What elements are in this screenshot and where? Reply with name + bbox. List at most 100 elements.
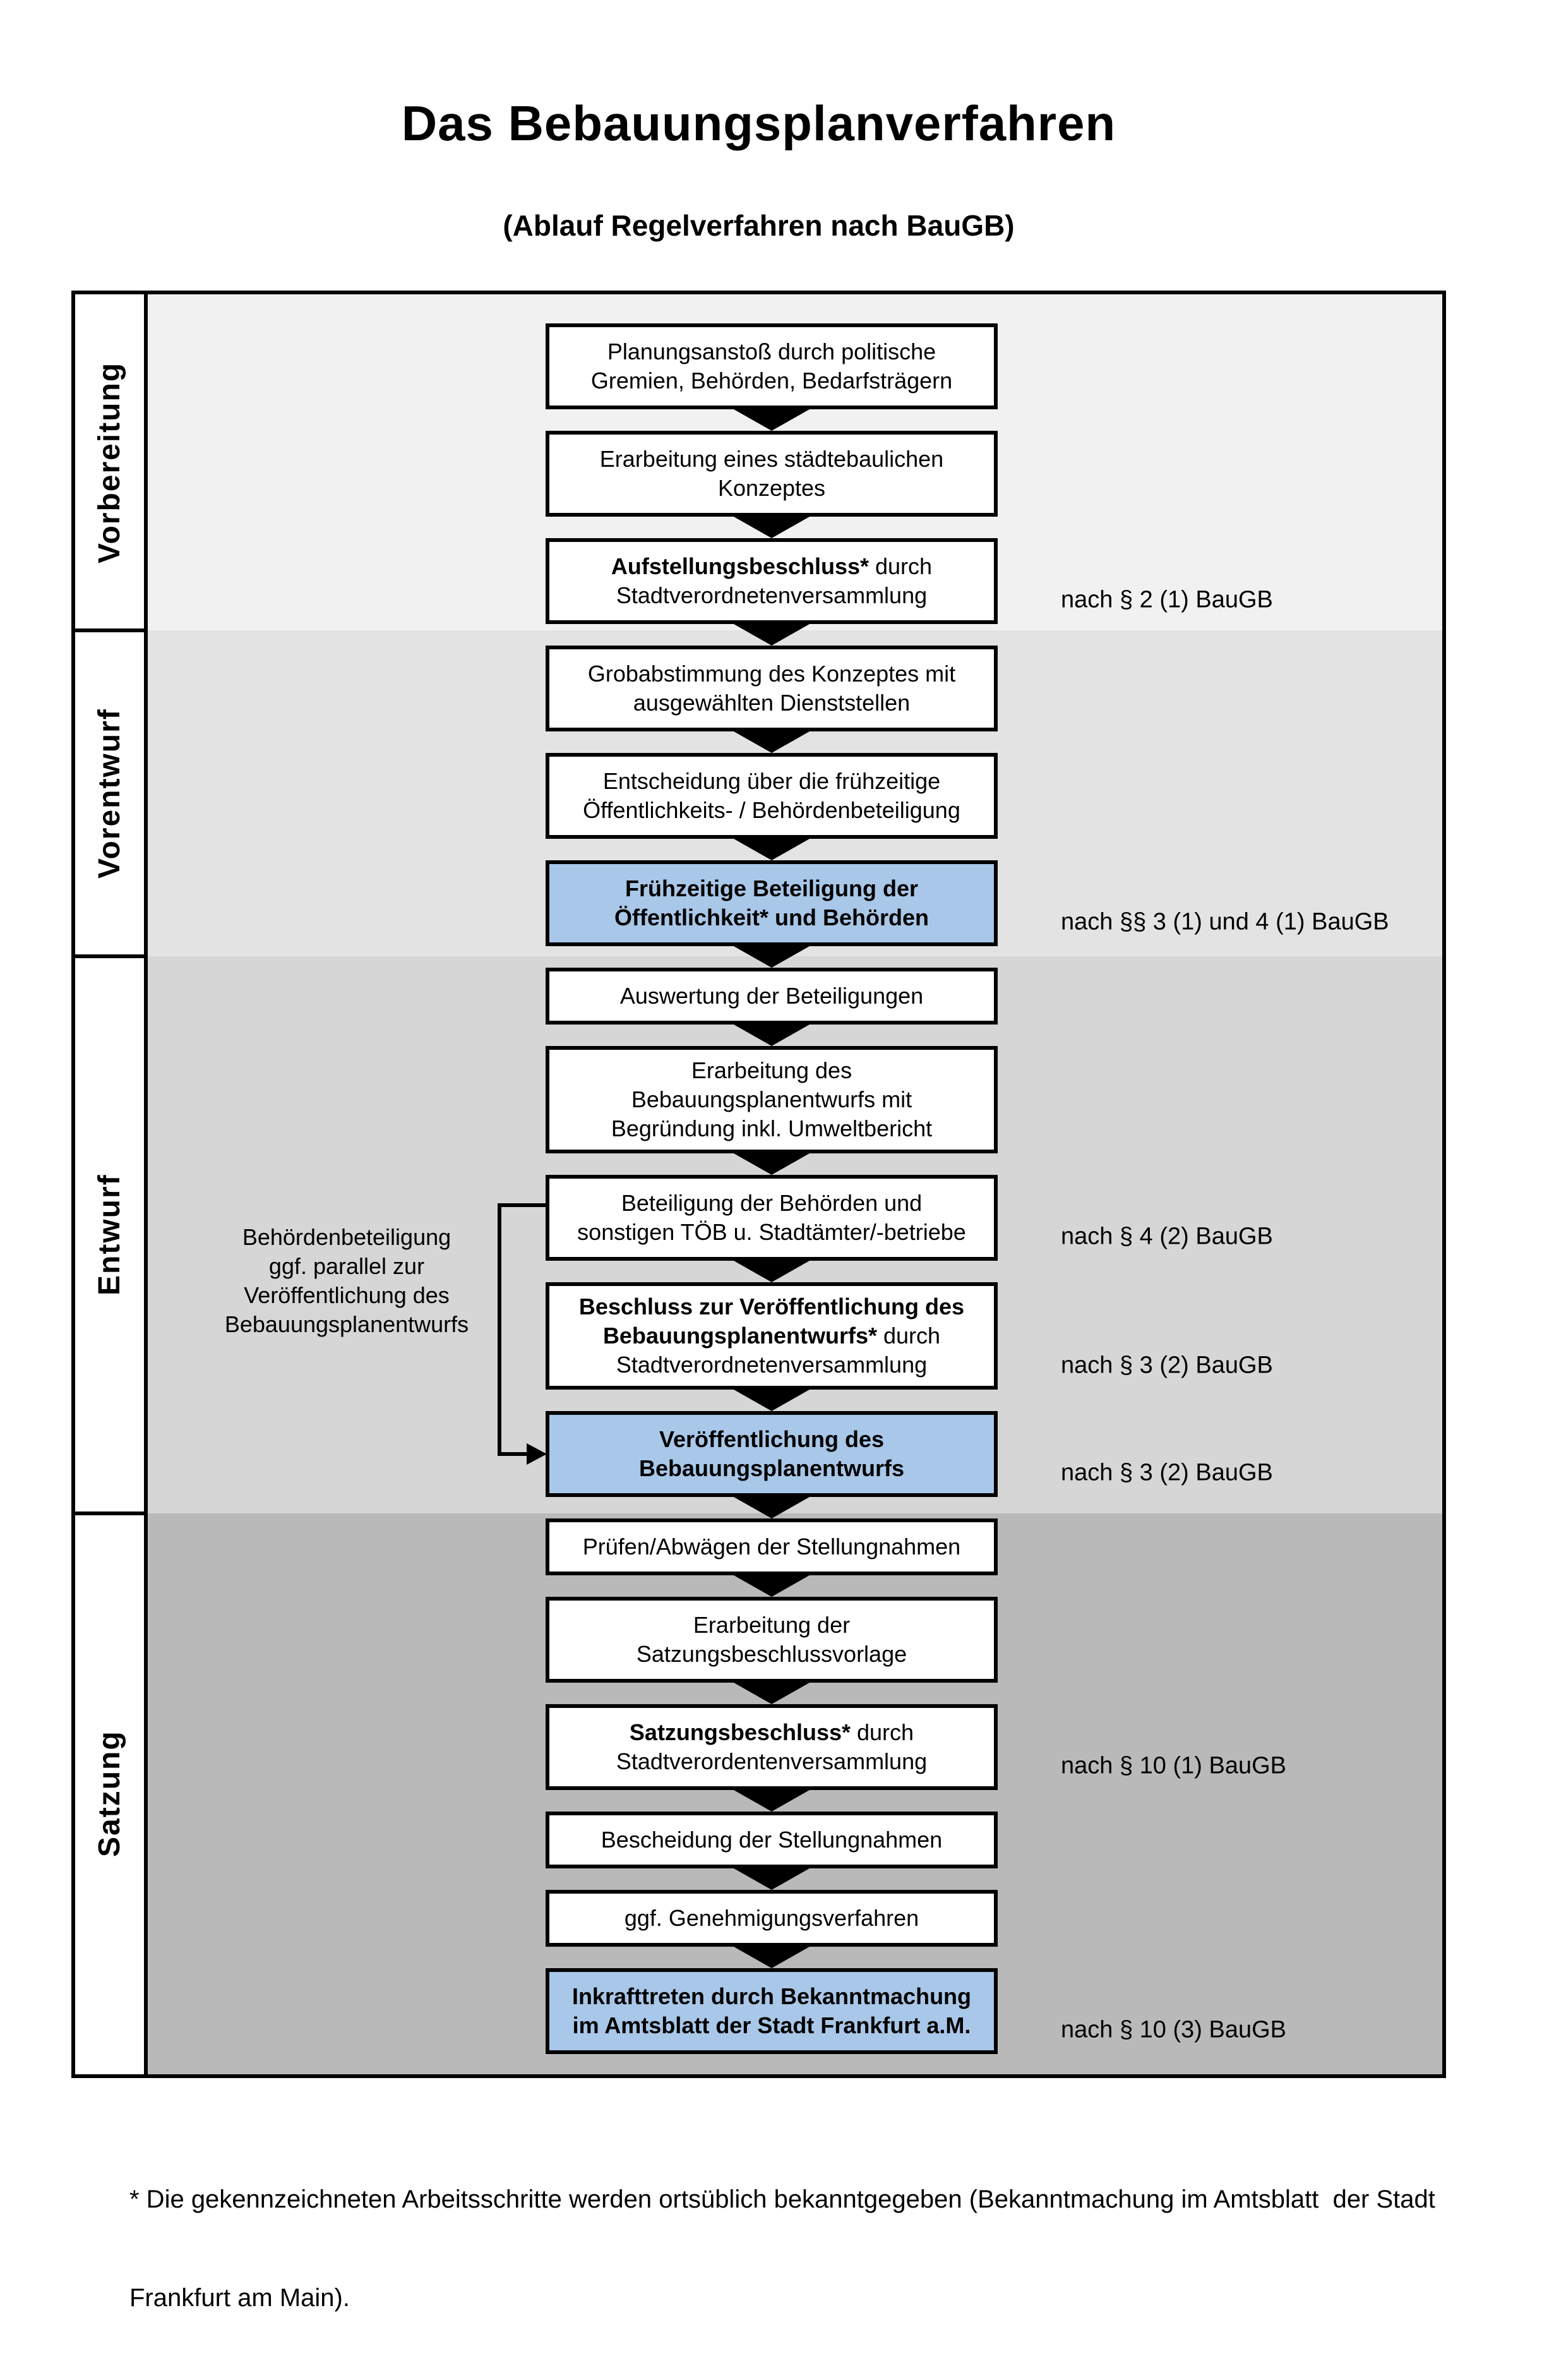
flow-box-text-line: Auswertung der Beteiligungen (549, 982, 994, 1011)
flowchart-frame: Behördenbeteiligung ggf. parallel zur Ve… (71, 291, 1446, 2078)
flow-box-text-segment: Öffentlichkeit* und Behörden (614, 905, 929, 930)
flow-box-text-segment: Gremien, Behörden, Bedarfsträgern (590, 368, 953, 394)
down-arrow-icon (734, 839, 810, 860)
flow-box-text-segment: Erarbeitung des (691, 1057, 852, 1083)
flow-box-text-segment: Bebauungsplanentwurfs (638, 1455, 905, 1481)
flow-box-text-line: Beschluss zur Veröffentlichung des (549, 1292, 994, 1321)
flow-box-text-line: ausgewählten Dienststellen (549, 688, 994, 718)
flow-box-text-line: Stadtverordentenversammlung (549, 1747, 994, 1776)
flow-box-text-line: Bescheidung der Stellungnahmen (549, 1825, 994, 1854)
down-arrow-icon (734, 1868, 810, 1890)
flow-box-text-line: Erarbeitung der (549, 1611, 994, 1640)
phase-label-satzung: Satzung (93, 1730, 126, 1858)
flow-box-text-segment: ausgewählten Dienststellen (633, 690, 911, 716)
down-arrow-icon (734, 1947, 810, 1968)
flow-box-text-segment: durch (869, 553, 933, 579)
flow-box-text-segment: Beschluss zur Veröffentlichung des (578, 1294, 965, 1319)
page-title: Das Bebauungsplanverfahren (401, 95, 1116, 151)
flow-box-text-segment: Inkrafttreten (571, 1983, 705, 2009)
legal-reference: nach § 4 (2) BauGB (1061, 1223, 1273, 1250)
footnote-line: * Die gekennzeichneten Arbeitsschritte w… (129, 2185, 1435, 2213)
flow-box-text-line: Grobabstimmung des Konzeptes mit (549, 659, 994, 688)
flow-box-text-segment: Bebauungsplanentwurfs* (602, 1323, 877, 1349)
parallel-connector-top-line (498, 1203, 546, 1207)
flow-box-text-line: ggf. Genehmigungsverfahren (549, 1904, 994, 1933)
down-arrow-icon (734, 1153, 810, 1175)
down-arrow-icon (734, 624, 810, 646)
legal-reference: nach § 10 (1) BauGB (1061, 1752, 1286, 1779)
flow-box-text-line: Bebauungsplanentwurfs mit (549, 1085, 994, 1114)
flowchart-canvas: Behördenbeteiligung ggf. parallel zur Ve… (75, 294, 1442, 2074)
flow-box-text-line: Bebauungsplanentwurfs (549, 1454, 994, 1483)
flow-box-text-line: im Amtsblatt der Stadt Frankfurt a.M. (549, 2011, 994, 2040)
parallel-note-line: Behördenbeteiligung (242, 1224, 451, 1250)
flow-box-text-segment: Aufstellungsbeschluss* (611, 553, 870, 579)
flow-box-text-segment: Satzungsbeschlussvorlage (636, 1641, 907, 1667)
parallel-note: Behördenbeteiligung ggf. parallel zur Ve… (176, 1223, 517, 1339)
flow-box-text-segment: Erarbeitung eines städtebaulichen (599, 446, 944, 472)
flow-box-text-line: Planungsanstoß durch politische (549, 337, 994, 366)
flow-box-text-line: Stadtverordnetenversammlung (549, 581, 994, 610)
down-arrow-icon (734, 517, 810, 538)
column-divider (75, 628, 144, 632)
flow-box-text-segment: Satzungsbeschluss* (629, 1719, 851, 1745)
flow-box-text-line: Entscheidung über die frühzeitige (549, 767, 994, 796)
parallel-connector-arrowhead-icon (527, 1443, 547, 1465)
legal-reference: nach § 3 (2) BauGB (1061, 1352, 1273, 1379)
down-arrow-icon (734, 731, 810, 753)
phase-label-entwurf: Entwurf (93, 1174, 126, 1296)
down-arrow-icon (734, 1025, 810, 1046)
flow-box-text-line: Begründung inkl. Umweltbericht (549, 1114, 994, 1143)
flow-box-text-segment: Bescheidung der Stellungnahmen (601, 1827, 943, 1853)
flow-box-text-line: Veröffentlichung des (549, 1425, 994, 1454)
flow-box-grobabstimmung: Grobabstimmung des Konzeptes mit ausgewäh… (546, 646, 998, 731)
flow-box-text-line: Bebauungsplanentwurfs* durch (549, 1321, 994, 1350)
flow-box-text-line: Stadtverordnetenversammlung (549, 1350, 994, 1379)
legal-reference: nach §§ 3 (1) und 4 (1) BauGB (1061, 908, 1389, 935)
phase-label-column (75, 294, 148, 2074)
flow-box-text-line: Prüfen/Abwägen der Stellungnahmen (549, 1532, 994, 1561)
flow-box-text-line: Öffentlichkeits- / Behördenbeteiligung (549, 796, 994, 825)
flow-box-text-segment: Entscheidung über die frühzeitige (602, 768, 941, 794)
flow-box-pruefen-abwaegen: Prüfen/Abwägen der Stellungnahmen (546, 1518, 998, 1575)
parallel-note-line: Veröffentlichung des (244, 1282, 450, 1308)
parallel-note-line: Bebauungsplanentwurfs (224, 1311, 469, 1337)
flow-box-text-segment: Stadtverordentenversammlung (616, 1748, 928, 1774)
flow-box-text-segment: Stadtverordnetenversammlung (616, 582, 928, 608)
parallel-connector-vertical-line (498, 1203, 501, 1456)
down-arrow-icon (734, 1575, 810, 1597)
flow-box-text-segment: Grobabstimmung des Konzeptes mit (587, 661, 956, 687)
flow-box-text-line: Gremien, Behörden, Bedarfsträgern (549, 366, 994, 395)
down-arrow-icon (734, 1390, 810, 1411)
flow-box-text-segment: sonstigen TÖB u. Stadtämter/-betriebe (577, 1219, 966, 1245)
flow-box-text-line: Konzeptes (549, 474, 994, 503)
flow-box-text-segment: Begründung inkl. Umweltbericht (611, 1115, 933, 1141)
flow-box-text-segment: Prüfen/Abwägen der Stellungnahmen (582, 1534, 961, 1560)
legal-reference: nach § 3 (2) BauGB (1061, 1459, 1273, 1486)
flow-box-text-segment: durch (876, 1323, 941, 1349)
flow-box-text-line: Erarbeitung des (549, 1056, 994, 1085)
flow-box-text-segment: Bebauungsplanentwurfs mit (631, 1086, 912, 1112)
parallel-note-line: ggf. parallel zur (268, 1253, 425, 1279)
page: Das Bebauungsplanverfahren (Ablauf Regel… (71, 95, 1446, 2312)
footnote-line: Frankfurt am Main). (129, 2284, 350, 2312)
down-arrow-icon (734, 1261, 810, 1282)
flow-box-text-segment: Öffentlichkeits- / Behördenbeteiligung (583, 797, 960, 823)
flow-box-text-line: Aufstellungsbeschluss* durch (549, 552, 994, 581)
flow-box-bescheidung: Bescheidung der Stellungnahmen (546, 1812, 998, 1868)
legal-reference: nach § 10 (3) BauGB (1061, 2016, 1286, 2043)
flow-box-genehmigungsverfahren: ggf. Genehmigungsverfahren (546, 1890, 998, 1947)
down-arrow-icon (734, 1790, 810, 1812)
flow-box-text-segment: durch Bekanntmachung (704, 1983, 972, 2009)
flow-box-text-segment: ggf. Genehmigungsverfahren (624, 1905, 919, 1931)
flow-box-text-segment: Planungsanstoß durch politische (607, 339, 936, 364)
flow-box-text-segment: Veröffentlichung des (659, 1426, 885, 1452)
